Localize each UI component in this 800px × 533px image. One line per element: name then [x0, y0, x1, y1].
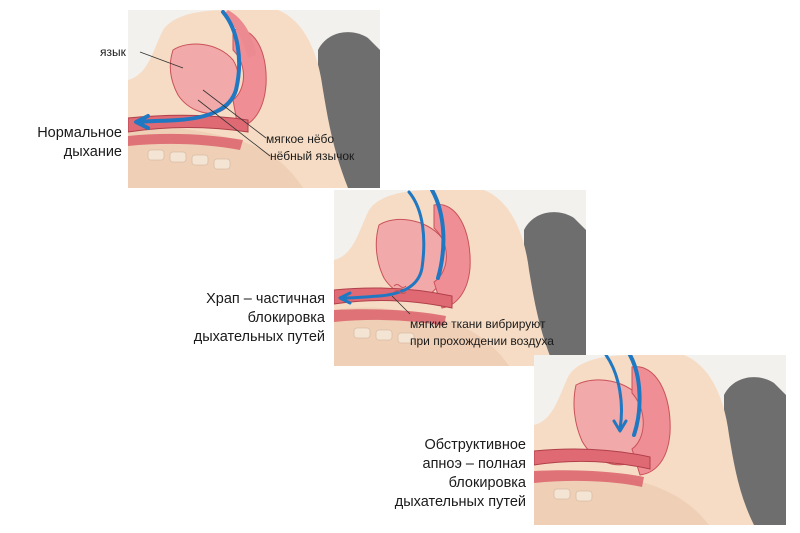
- normal-breathing-illustration: [128, 10, 380, 188]
- label-soft-tissue-vibrates: мягкие ткани вибрируют при прохождении в…: [410, 317, 554, 348]
- snoring-title: Храп – частичная блокировка дыхательных …: [193, 291, 325, 345]
- normal-breathing-title: Нормальное дыхание: [37, 125, 122, 160]
- panel-obstructive-apnea: [534, 355, 786, 525]
- label-tongue: язык: [100, 45, 126, 59]
- snoring-illustration: [334, 190, 586, 366]
- panel-normal-breathing: [128, 10, 380, 188]
- panel-snoring: [334, 190, 586, 366]
- label-uvula: нёбный язычок: [270, 149, 355, 163]
- label-soft-palate: мягкое нёбо: [266, 132, 335, 146]
- apnea-title: Обструктивное апноэ – полная блокировка …: [394, 437, 526, 510]
- apnea-illustration: [534, 355, 786, 525]
